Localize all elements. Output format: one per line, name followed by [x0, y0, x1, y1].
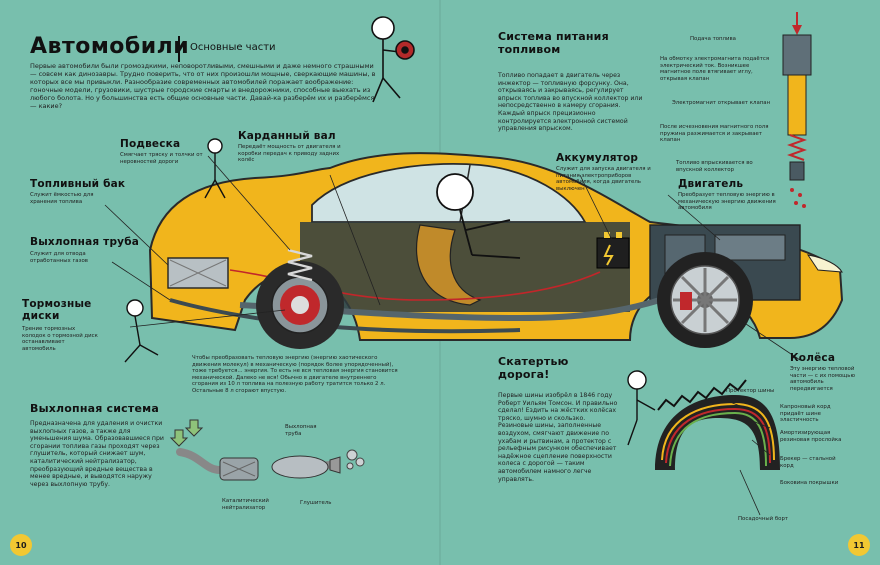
brakes-label: Тормозные диски — [22, 298, 92, 322]
breaker-caption: Брекер — стальной корд — [780, 456, 836, 469]
wheels-desc: Эту энергию тепловой части — с их помощь… — [790, 366, 855, 392]
battery-desc: Служит для запуска двигателя и питания э… — [556, 166, 651, 192]
tank-desc: Служит ёмкостью для хранения топлива — [30, 192, 94, 205]
engine-desc: Преобразует тепловую энергию в механичес… — [678, 192, 776, 212]
catalyst-caption: Каталитический нейтрализатор — [222, 498, 269, 511]
battery-label: Аккумулятор — [556, 152, 639, 164]
brakes-desc: Трение тормозных колодок о тормозной дис… — [22, 326, 98, 352]
fuel-system-title: Система питания топливом — [498, 30, 609, 56]
brakes-figure — [124, 299, 159, 363]
injector-spray: Топливо впрыскивается во впускной коллек… — [676, 160, 753, 173]
title-figure — [371, 16, 415, 103]
tyres-title: Скатертью дорога! — [498, 355, 569, 381]
page-title: Автомобили — [30, 34, 190, 59]
bead-caption: Посадочный борт — [738, 516, 789, 522]
injector-fuel-in: Подача топлива — [690, 36, 736, 42]
exhaust-pipe-desc: Служит для отвода отработанных газов — [30, 251, 88, 264]
page-number-right: 11 — [848, 534, 870, 556]
exhaust-pipe-label: Выхлопная труба — [30, 236, 140, 248]
intro-text: Первые автомобили были громоздкими, непо… — [30, 62, 376, 110]
fuel-system-text: Топливо попадает в двигатель через инжек… — [498, 72, 643, 133]
driveshaft-desc: Передаёт мощность от двигателя и коробки… — [238, 144, 341, 164]
page-number-left: 10 — [10, 534, 32, 556]
wheels-label: Колёса — [790, 352, 836, 364]
tread-caption: Протектор шины — [726, 388, 775, 394]
sidewall-caption: Боковина покрышки — [780, 480, 839, 486]
tyre-figure — [627, 370, 656, 446]
tyres-text: Первые шины изобрёл в 1846 году Роберт У… — [498, 392, 618, 483]
cord-caption: Капроновый корд придаёт шине эластичност… — [780, 404, 831, 424]
tank-label: Топливный бак — [30, 178, 126, 190]
injector-coil: На обмотку электромагнита подаётся элект… — [660, 56, 770, 82]
suspension-desc: Смягчает тряску и толчки от неровностей … — [120, 152, 203, 165]
injector-diagram — [782, 12, 812, 208]
page-subtitle: Основные части — [190, 42, 276, 53]
engine-label: Двигатель — [678, 178, 744, 190]
driver-figure — [436, 173, 521, 259]
damper-caption: Амортизирующая резиновая прослойка — [780, 430, 842, 443]
injector-magnet: Электромагнит открывает клапан — [672, 100, 771, 106]
energy-note: Чтобы преобразовать тепловую энергию (эн… — [192, 355, 398, 394]
suspension-label: Подвеска — [120, 138, 181, 150]
injector-spring: После исчезновения магнитного поля пружи… — [660, 124, 769, 144]
pointer-lines — [104, 155, 801, 516]
rear-wheel — [256, 248, 344, 349]
muffler-caption: Глушитель — [300, 500, 332, 506]
suspension-figure — [204, 138, 226, 199]
title-divider — [178, 36, 180, 62]
exhaust-system-title: Выхлопная система — [30, 402, 159, 415]
driveshaft-label: Карданный вал — [238, 130, 336, 142]
exhaust-system-text: Предназначена для удаления и очистки вых… — [30, 420, 164, 488]
exhaust-pipe-caption: Выхлопная труба — [285, 424, 317, 437]
exhaust-diagram — [169, 419, 365, 481]
front-wheel — [657, 252, 753, 348]
